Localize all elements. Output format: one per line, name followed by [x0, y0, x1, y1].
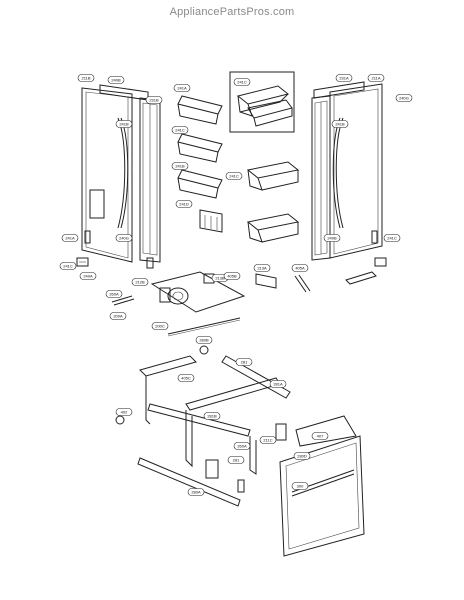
- callout-base-0: 280B: [195, 336, 213, 344]
- callout-middle-7: 200A: [109, 312, 127, 320]
- left-door-hardware: [76, 230, 154, 269]
- callout-text: 211C: [263, 437, 272, 442]
- callout-text: 212B: [135, 279, 145, 284]
- callout-text: 241B: [175, 163, 185, 168]
- callout-text: 300: [297, 483, 304, 488]
- callout-text: 240G: [399, 95, 409, 100]
- drawer-front: [279, 415, 365, 557]
- callout-base-12: 300: [291, 482, 309, 490]
- callout-base-9: 281: [227, 456, 245, 464]
- callout-top-right-0: 231A: [335, 74, 353, 82]
- callout-middle-2: 405B: [223, 272, 241, 280]
- callout-top-center-2: 241C: [171, 126, 189, 134]
- callout-base-5: 281B: [203, 412, 221, 420]
- callout-top-left-2: 231B: [145, 96, 163, 104]
- callout-text: 241C: [229, 173, 239, 178]
- callout-text: 241A: [177, 85, 187, 90]
- callout-middle-3: 213A: [253, 264, 271, 272]
- right-door-hardware: [345, 230, 387, 285]
- callout-text: 200A: [113, 313, 123, 318]
- callout-base-10: 280D: [293, 452, 311, 460]
- callout-top-left-6: 241C: [59, 262, 77, 270]
- callout-top-left-7: 240A: [79, 272, 97, 280]
- callout-top-center-4: 241C: [225, 172, 243, 180]
- door-bins: [177, 71, 300, 243]
- callout-text: 281: [233, 457, 240, 462]
- callout-text: 231A: [339, 75, 349, 80]
- callout-text: 405A: [295, 265, 305, 270]
- callout-top-right-5: 241C: [383, 234, 401, 242]
- callout-middle-0: 212B: [131, 278, 149, 286]
- callout-text: 281B: [207, 413, 217, 418]
- callout-text: 260A: [237, 443, 247, 448]
- callout-text: 281A: [273, 381, 283, 386]
- callout-text: 241C: [175, 127, 185, 132]
- callout-base-8: 211C: [259, 436, 277, 444]
- callout-text: 241D: [179, 201, 189, 206]
- callout-text: 211B: [81, 75, 90, 80]
- callout-text: 280D: [297, 453, 307, 458]
- callout-text: 213B: [215, 275, 225, 280]
- callout-base-11: 407: [311, 432, 329, 440]
- callout-text: 402: [121, 409, 128, 414]
- callout-text: 405C: [181, 375, 191, 380]
- callout-top-left-4: 241A: [61, 234, 79, 242]
- callout-top-right-4: 240B: [323, 234, 341, 242]
- callout-text: 240A: [83, 273, 93, 278]
- callout-text: 280B: [199, 337, 209, 342]
- left-door: [81, 84, 161, 263]
- callout-base-1: 405C: [177, 374, 195, 382]
- callout-text: 211A: [371, 75, 380, 80]
- callout-middle-6: 200C: [151, 322, 169, 330]
- callout-top-left-3: 241B: [115, 120, 133, 128]
- callout-text: 280A: [191, 489, 201, 494]
- callout-top-left-1: 240B: [107, 76, 125, 84]
- callout-text: 200C: [155, 323, 165, 328]
- middle-parts: [111, 271, 311, 337]
- callout-top-center-5: 241D: [175, 200, 193, 208]
- callout-text: 240B: [111, 77, 121, 82]
- callout-text: 241C: [387, 235, 397, 240]
- callout-top-right-3: 241B: [331, 120, 349, 128]
- callout-top-center-0: 241A: [173, 84, 191, 92]
- callout-text: 231B: [149, 97, 159, 102]
- drawer-frame: [115, 345, 291, 507]
- callout-text: 241B: [335, 121, 345, 126]
- callout-text: 241B: [119, 121, 129, 126]
- callout-base-6: 260A: [233, 442, 251, 450]
- callout-top-center-3: 241B: [171, 162, 189, 170]
- callout-labels: 211B 240B 231B 241B 241A 240G 241C 240A 241A 241C…: [59, 74, 413, 496]
- callout-text: 407: [317, 433, 324, 438]
- site-watermark: AppliancePartsPros.com: [169, 6, 295, 18]
- callout-text: 405B: [227, 273, 237, 278]
- callout-base-3: 281A: [269, 380, 287, 388]
- callout-base-2: 281: [235, 358, 253, 366]
- callout-top-right-2: 240G: [395, 94, 413, 102]
- callout-top-left-0: 211B: [77, 74, 95, 82]
- callout-middle-5: 260A: [105, 290, 123, 298]
- callout-text: 241A: [65, 235, 75, 240]
- callout-text: 241C: [63, 263, 73, 268]
- callout-text: 240G: [119, 235, 129, 240]
- callout-top-left-5: 240G: [115, 234, 133, 242]
- callout-text: 281: [241, 359, 248, 364]
- right-door: [311, 81, 383, 261]
- callout-top-center-1: 241C: [233, 78, 251, 86]
- callout-base-4: 402: [115, 408, 133, 416]
- callout-text: 213A: [257, 265, 267, 270]
- callout-text: 260A: [109, 291, 119, 296]
- callout-text: 240B: [327, 235, 337, 240]
- callout-text: 241C: [237, 79, 247, 84]
- callout-top-right-1: 211A: [367, 74, 385, 82]
- callout-base-7: 280A: [187, 488, 205, 496]
- callout-middle-4: 405A: [291, 264, 309, 272]
